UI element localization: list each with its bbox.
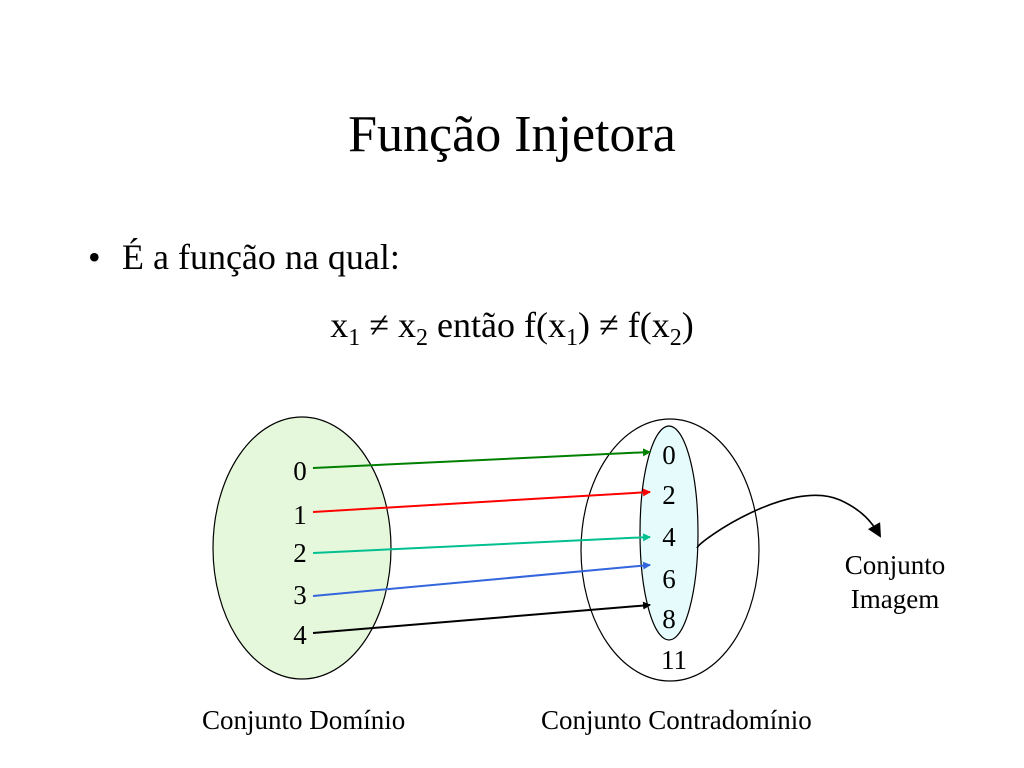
formula-sub-3: 1 xyxy=(565,325,578,351)
image-label-line1: Conjunto xyxy=(844,550,946,580)
image-pointer-arrow xyxy=(696,494,881,549)
mapping-arrow xyxy=(312,448,651,469)
codomain-value: 0 xyxy=(662,440,676,470)
codomain-value: 6 xyxy=(662,564,676,594)
mapping-arrow xyxy=(312,533,651,554)
formula-close-1: ) xyxy=(577,305,590,345)
formula-sub-1: 1 xyxy=(348,325,361,351)
mapping-arrow xyxy=(312,488,651,513)
domain-label: Conjunto Domínio xyxy=(202,705,406,735)
formula-neq-2: ≠ xyxy=(598,305,619,345)
domain-value: 2 xyxy=(293,538,307,568)
codomain-label: Conjunto Contradomínio xyxy=(541,705,812,735)
formula-sub-4: 2 xyxy=(669,325,682,351)
image-label-line2: Imagem xyxy=(850,584,940,614)
domain-value: 1 xyxy=(293,500,307,530)
domain-set xyxy=(212,416,392,680)
domain-value: 0 xyxy=(293,456,307,486)
mapping-arrow xyxy=(312,561,651,597)
codomain-value: 11 xyxy=(661,645,687,675)
formula-f-x2: f(x xyxy=(627,305,670,345)
bullet-item: • É a função na qual: xyxy=(88,232,400,282)
formula-f-x1: f(x xyxy=(524,305,566,345)
formula-then: então xyxy=(437,305,515,345)
mapping-arrow xyxy=(312,601,651,634)
formula-close-2: ) xyxy=(681,305,694,345)
image-set-label: Conjunto Imagem xyxy=(820,548,970,616)
codomain-value: 4 xyxy=(662,522,676,552)
image-set xyxy=(639,425,699,641)
formula-x1: x xyxy=(330,305,349,345)
injective-formula: x1 ≠ x2 então f(x1) ≠ f(x2) xyxy=(0,300,1024,350)
formula-sub-2: 2 xyxy=(416,325,429,351)
codomain-value: 8 xyxy=(662,604,676,634)
bullet-symbol: • xyxy=(88,237,101,277)
formula-neq-1: ≠ xyxy=(369,305,390,345)
domain-value: 4 xyxy=(293,620,307,650)
codomain-value: 2 xyxy=(662,480,676,510)
page-title: Função Injetora xyxy=(348,106,676,163)
bullet-text: É a função na qual: xyxy=(122,237,400,277)
formula-x2: x xyxy=(398,305,417,345)
domain-value: 3 xyxy=(293,580,307,610)
